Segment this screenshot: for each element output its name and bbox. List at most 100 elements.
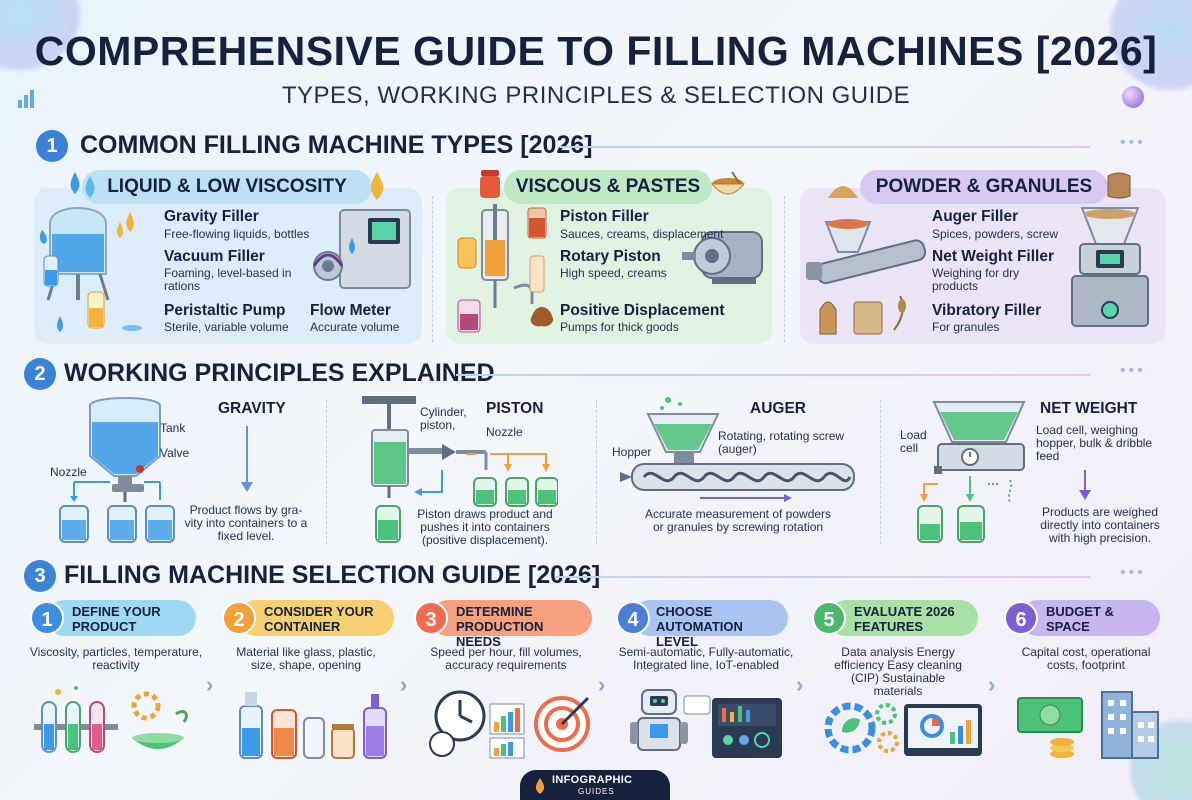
step-5-title: EVALUATE 2026 FEATURES [854,604,955,634]
panel-separator [432,196,433,342]
machine-piston-filler: Piston Filler [560,208,649,225]
logo-text-line1: INFOGRAPHIC [552,774,633,786]
features-illustration [824,702,982,756]
dots-decor: ••• [1120,564,1146,581]
machine-gravity-filler: Gravity Filler [164,208,259,225]
machine-flow-meter: Flow Meter [310,302,391,319]
water-drops-icon [70,172,95,198]
auger-label-screw: Rotating, rotating screw (auger) [718,429,845,456]
principle-separator [596,400,597,544]
step-2-title: CONSIDER YOUR CONTAINER [264,604,374,634]
logo-text-line2: GUIDES [578,787,615,796]
machine-piston-filler-desc: Sauces, creams, displacement [560,227,724,241]
peristaltic-pump-illustration [312,209,411,289]
machine-rotary-piston: Rotary Piston [560,248,661,265]
down-arrow-icon [1079,470,1091,500]
machine-vibratory-filler: Vibratory Filler [932,302,1042,319]
step-5-bar [828,600,978,636]
section-3-divider [556,576,1090,578]
machine-net-weight-filler: Net Weight Filler [932,248,1055,265]
step-4-bar [632,600,788,636]
principle-auger-desc: Accurate measurement of powders or granu… [644,507,832,534]
machine-gravity-filler-desc: Free-flowing liquids, bottles [164,227,310,241]
principle-gravity-title: GRAVITY [218,400,286,417]
section-2-title: WORKING PRINCIPLES EXPLAINED [64,359,495,387]
machine-vibratory-filler-desc: For granules [932,320,1000,334]
step-4-desc: Semi-automatic, Fully-automatic, Integra… [618,645,794,672]
oil-drop-icon [370,172,384,200]
panel-separator [784,196,785,342]
chevron-right-icon: › [796,672,804,697]
gravity-label-tank: Tank [160,421,186,435]
step-3-bar [430,600,592,636]
auger-diagram [620,397,855,502]
machine-net-weight-filler-desc: Weighing for dry products [932,266,1020,293]
powder-pile-icon [828,186,858,198]
step-6-title: BUDGET & SPACE [1046,604,1114,634]
section-3-number: 3 [24,560,56,592]
piston-diagram [362,396,558,543]
principle-gravity-desc: Product flows by gra-vity into container… [184,503,308,543]
section-1-title: COMMON FILLING MACHINE TYPES [2026] [80,131,593,159]
jar-icon [480,170,500,198]
test-tubes-illustration [34,686,188,753]
section-3-title: FILLING MACHINE SELECTION GUIDE [2026] [64,561,601,589]
bar-chart-icon [18,90,34,108]
gravity-label-nozzle: Nozzle [50,465,87,479]
machine-auger-filler: Auger Filler [932,208,1019,225]
containers-illustration [239,692,387,759]
step-5-desc: Data analysis Energy efficiency Easy cle… [834,645,962,698]
step-6-bar [1020,600,1160,636]
netweight-label-hopper: Load cell, weighing hopper, bulk & dribb… [1036,423,1153,463]
netweight-label-loadcell: Load cell [900,428,927,455]
powder-heading: POWDER & GRANULES [860,170,1108,204]
machine-flow-meter-desc: Accurate volume [310,320,400,334]
brand-logo: INFOGRAPHIC GUIDES [520,770,670,800]
principle-netweight-title: NET WEIGHT [1040,400,1138,417]
step-2-desc: Material like glass, plastic, size, shap… [236,645,376,672]
dots-decor: ••• [1120,362,1146,379]
gravity-diagram [59,396,175,543]
piston-label-cylinder: Cylinder, piston, [420,405,467,432]
section-1-number: 1 [36,130,68,162]
step-1-bar [46,600,196,636]
machine-peristaltic-pump: Peristaltic Pump [164,302,286,319]
page-subtitle: TYPES, WORKING PRINCIPLES & SELECTION GU… [281,82,911,109]
dots-decor: ••• [1120,134,1146,151]
piston-label-nozzle: Nozzle [486,425,523,439]
step-4-title: CHOOSE AUTOMATION LEVEL [656,604,743,649]
chevron-right-icon: › [206,672,214,697]
step-4-number: 4 [616,601,650,635]
step-6-desc: Capital cost, operational costs, footpri… [1021,645,1151,672]
principle-separator [880,400,881,544]
section-2-divider [456,374,1090,376]
machine-vacuum-filler: Vacuum Filler [164,248,265,265]
budget-space-illustration [1017,691,1159,759]
chevron-right-icon: › [598,672,606,697]
section-2-number: 2 [24,358,56,390]
machine-positive-displacement: Positive Displacement [560,302,725,319]
liquid-heading: LIQUID & LOW VISCOSITY [82,170,372,204]
step-1-title: DEFINE YOUR PRODUCT [72,604,161,634]
step-6-number: 6 [1004,601,1038,635]
step-3-number: 3 [414,601,448,635]
viscous-heading: VISCOUS & PASTES [504,170,712,204]
principle-auger-title: AUGER [750,400,806,417]
machine-rotary-piston-desc: High speed, creams [560,266,667,280]
step-2-bar [238,600,394,636]
chevron-right-icon: › [988,672,996,697]
machine-positive-displacement-desc: Pumps for thick goods [560,320,679,334]
auger-filler-illustration [806,219,927,335]
orb-icon [1122,86,1144,108]
chevron-right-icon: › [400,672,408,697]
production-needs-illustration [429,690,590,759]
step-3-desc: Speed per hour, fill volumes, accuracy r… [430,645,582,672]
page-title: COMPREHENSIVE GUIDE TO FILLING MACHINES … [34,28,1158,74]
principle-netweight-desc: Products are weighed directly into conta… [1040,505,1160,545]
step-2-number: 2 [222,601,256,635]
machine-peristaltic-pump-desc: Sterile, variable volume [164,320,289,334]
section-1-divider [560,146,1090,148]
automation-illustration [630,689,782,758]
down-arrow-icon [241,426,253,492]
step-5-number: 5 [812,601,846,635]
